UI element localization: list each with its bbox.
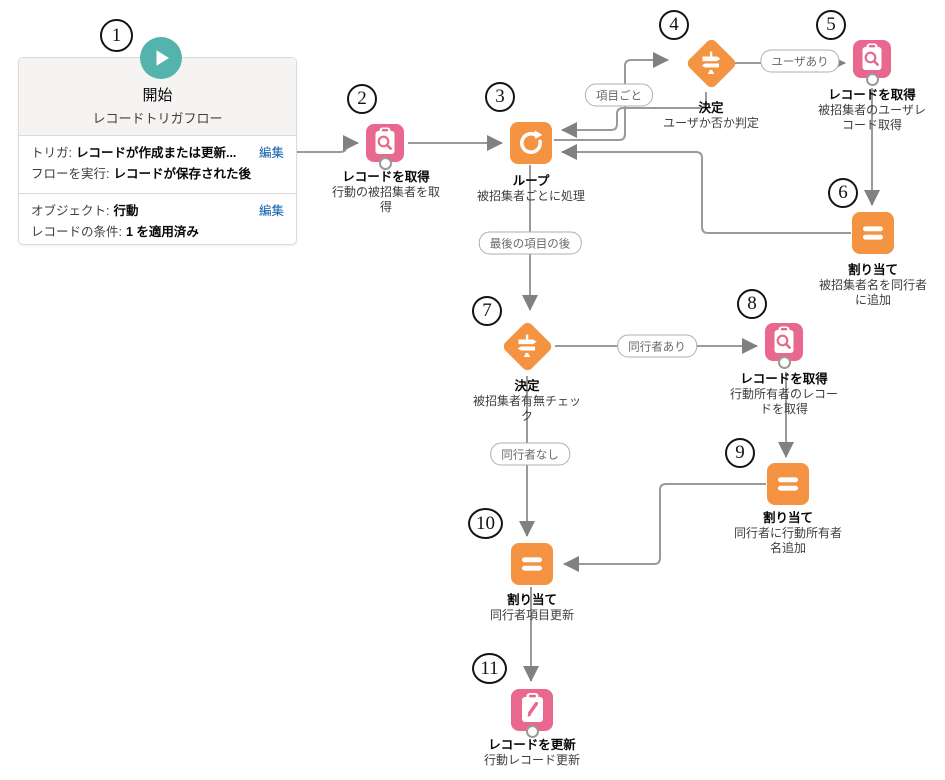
start-node-card[interactable]: 開始 レコードトリガフロー トリガ: レコードが作成または更新... 編集 フロ…: [18, 37, 297, 245]
clipboard-pencil-icon: [522, 693, 543, 722]
node-title: 割り当て: [506, 593, 557, 607]
node-title: 決定: [698, 101, 724, 115]
node-label: 決定 ユーザか否か判定: [655, 100, 767, 131]
node-desc: 行動の被招集者を取得: [331, 185, 440, 215]
node-label: 割り当て 被招集者名を同行者に追加: [817, 262, 929, 309]
flow-node-assignment-1[interactable]: [852, 212, 894, 254]
connector-assignment1-to-loop: [561, 144, 851, 234]
connector-dot: [777, 356, 791, 369]
step-number-7: 7: [472, 296, 502, 326]
node-label: ループ 被招集者ごとに処理: [475, 173, 587, 204]
step-number-11: 11: [472, 653, 507, 684]
equals-icon: [778, 477, 798, 491]
node-title: レコードを取得: [342, 170, 430, 184]
start-object-section: オブジェクト: 行動 編集 レコードの条件: 1 を適用済み: [19, 194, 296, 251]
node-title: レコードを更新: [488, 738, 576, 752]
play-icon: [139, 37, 182, 79]
node-desc: 被招集者名を同行者に追加: [818, 278, 927, 308]
flow-node-get-records-2[interactable]: [853, 40, 891, 86]
node-desc: ユーザか否か判定: [663, 116, 759, 130]
record-condition-label: レコードの条件:: [31, 225, 122, 239]
trigger-value: レコードが作成または更新...: [75, 146, 237, 160]
circular-arrow-icon: [520, 130, 543, 154]
node-title: レコードを取得: [740, 372, 828, 386]
start-type: レコードトリガフロー: [92, 111, 223, 126]
record-condition-value: 1 を適用済み: [125, 225, 199, 239]
clipboard-search-icon: [375, 127, 395, 154]
node-label: 割り当て 同行者項目更新: [476, 592, 588, 623]
node-desc: 行動レコード更新: [483, 753, 580, 767]
connector-dot: [378, 157, 392, 170]
signpost-icon: [701, 51, 721, 74]
node-desc: 被招集者ごとに処理: [476, 189, 585, 203]
flow-node-update-records[interactable]: [511, 689, 553, 738]
run-flow-label: フローを実行:: [31, 167, 110, 181]
step-number-10: 10: [468, 508, 503, 539]
flow-node-assignment-3[interactable]: [511, 543, 553, 585]
flow-node-get-records-1[interactable]: [366, 124, 404, 170]
trigger-label: トリガ:: [31, 146, 72, 160]
step-number-2: 2: [347, 84, 377, 114]
edit-trigger-link[interactable]: 編集: [258, 146, 284, 160]
connector-dot: [525, 725, 539, 738]
node-desc: 同行者に行動所有者名追加: [733, 526, 842, 556]
connector-assignment2-to-assignment3: [563, 483, 766, 572]
connector-start-to-getrecords1: [296, 135, 359, 153]
node-desc: 被招集者有無チェック: [472, 394, 581, 424]
start-trigger-section: トリガ: レコードが作成または更新... 編集 フローを実行: レコードが保存さ…: [19, 136, 296, 194]
flow-node-decision-invitee[interactable]: [500, 319, 554, 373]
node-desc: 同行者項目更新: [489, 608, 574, 622]
node-title: レコードを取得: [828, 88, 916, 102]
flow-node-loop[interactable]: [510, 122, 552, 164]
start-title: 開始: [142, 87, 173, 104]
node-desc: 被招集者のユーザレコード取得: [818, 103, 926, 133]
step-number-4: 4: [659, 10, 689, 40]
clipboard-search-icon: [774, 326, 794, 353]
step-number-6: 6: [828, 178, 858, 208]
signpost-icon: [517, 334, 537, 357]
node-label: 割り当て 同行者に行動所有者名追加: [732, 510, 844, 557]
node-label: レコードを更新 行動レコード更新: [476, 737, 588, 768]
connector-label-after-last: 最後の項目の後: [478, 231, 582, 255]
flow-node-assignment-2[interactable]: [767, 463, 809, 505]
node-desc: 行動所有者のレコードを取得: [729, 387, 838, 417]
connector-label-companion-no: 同行者なし: [490, 442, 570, 466]
equals-icon: [522, 557, 542, 571]
connector-label-companion-yes: 同行者あり: [617, 334, 697, 358]
node-title: 決定: [514, 379, 540, 393]
step-number-5: 5: [816, 10, 846, 40]
node-label: 決定 被招集者有無チェック: [471, 378, 583, 425]
node-label: レコードを取得 被招集者のユーザレコード取得: [816, 87, 928, 134]
node-title: 割り当て: [847, 263, 898, 277]
flow-node-get-records-3[interactable]: [765, 323, 803, 369]
run-flow-value: レコードが保存された後: [113, 167, 251, 181]
clipboard-search-icon: [862, 43, 882, 70]
connector-decision1-default-to-loop: [561, 92, 707, 138]
object-value: 行動: [113, 204, 139, 218]
node-label: レコードを取得 行動の被招集者を取得: [330, 169, 442, 216]
connector-label-user-exists: ユーザあり: [760, 49, 840, 73]
object-label: オブジェクト:: [31, 204, 110, 218]
step-number-8: 8: [737, 289, 767, 319]
edit-object-link[interactable]: 編集: [258, 204, 284, 218]
node-title: ループ: [512, 174, 550, 188]
node-title: 割り当て: [762, 511, 813, 525]
step-number-3: 3: [485, 82, 515, 112]
connector-label-for-each: 項目ごと: [585, 83, 653, 107]
connector-dot: [865, 73, 879, 86]
node-label: レコードを取得 行動所有者のレコードを取得: [728, 371, 840, 418]
equals-icon: [863, 226, 883, 240]
step-number-9: 9: [725, 438, 755, 468]
step-number-1: 1: [100, 19, 133, 52]
flow-node-decision-user[interactable]: [684, 36, 738, 90]
